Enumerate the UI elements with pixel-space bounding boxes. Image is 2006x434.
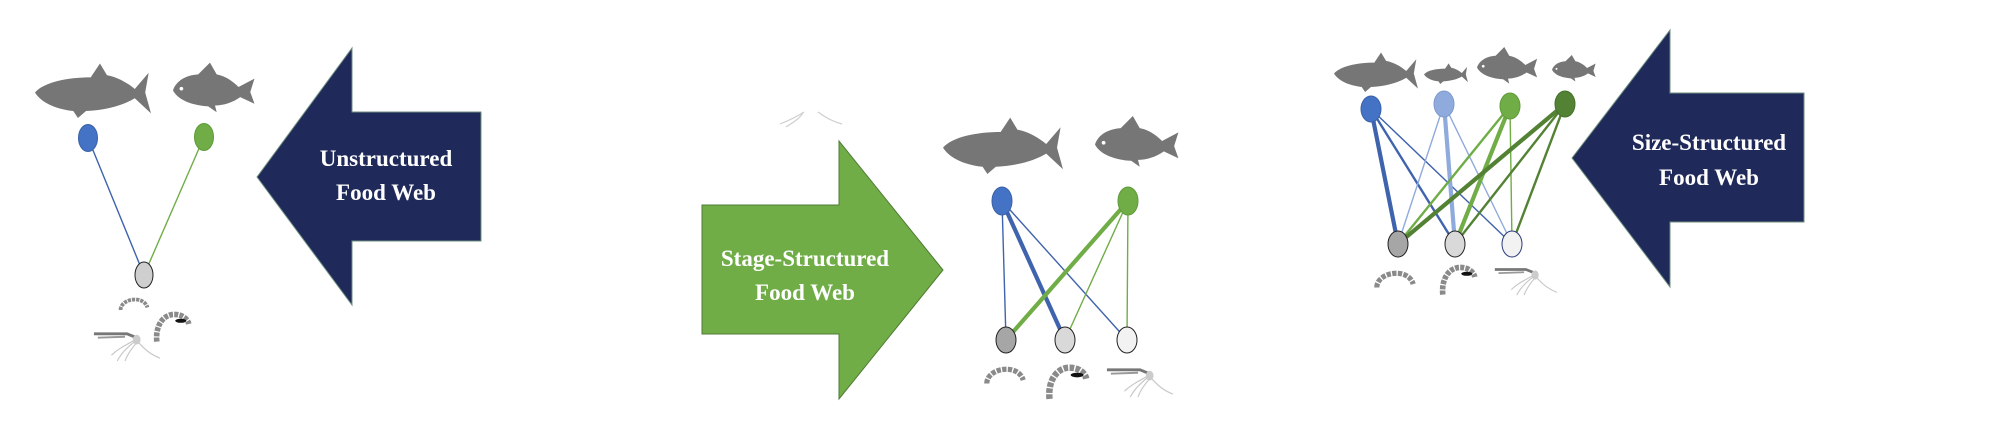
stage-label-line1: Stage-Structured — [721, 246, 889, 271]
pupa-icon — [157, 314, 189, 341]
mosquito-icon — [92, 332, 160, 362]
predator-node-green — [194, 123, 214, 151]
unstructured-arrow: Unstructured Food Web — [256, 46, 482, 307]
predator-node-green — [1499, 92, 1521, 120]
larva-icon — [1377, 273, 1413, 287]
feeding-link-medium — [1510, 103, 1567, 245]
size-arrow: Size-Structured Food Web — [1571, 28, 1805, 289]
prey-node-larva — [995, 326, 1017, 354]
feeding-link-thick — [1441, 103, 1458, 245]
larva-icon — [118, 297, 150, 313]
feeding-link-thin — [143, 136, 205, 276]
feeding-link-thin — [87, 137, 145, 276]
feeding-link-medium — [1397, 105, 1511, 245]
pupa-icon — [1049, 368, 1086, 399]
feeding-link-thin — [1370, 108, 1513, 245]
feeding-link-thin — [1443, 103, 1513, 245]
stage-structured-panel — [943, 116, 1179, 399]
predator-node-light-blue — [1433, 90, 1455, 118]
carp-fish-small-icon — [1552, 54, 1596, 82]
size-structured-panel — [1334, 47, 1596, 295]
feeding-link-thick — [1000, 200, 1067, 341]
slender-fish-icon — [35, 63, 151, 118]
stage-arrow: Stage-Structured Food Web — [701, 139, 944, 401]
feeding-link-medium — [1369, 108, 1457, 245]
feeding-link-thin — [1064, 200, 1129, 341]
feeding-link-thin — [1509, 105, 1513, 245]
feeding-link-thin — [1397, 103, 1445, 245]
prey-node-adult — [1501, 230, 1523, 258]
mosquito-icon — [1493, 268, 1558, 296]
slender-fish-small-icon — [1424, 63, 1468, 84]
unstructured-panel — [35, 62, 255, 362]
feeding-link-thick — [1004, 199, 1130, 342]
prey-node-larva — [1387, 230, 1409, 258]
feeding-link-thick — [1396, 102, 1567, 246]
predator-node-blue — [78, 124, 98, 152]
larva-icon — [987, 369, 1023, 383]
edge-group — [1000, 199, 1130, 342]
carp-fish-icon — [173, 62, 255, 113]
mosquito-icon — [1105, 368, 1173, 398]
carp-fish-large-icon — [1477, 47, 1538, 84]
feeding-link-medium — [1454, 103, 1566, 245]
prey-node — [134, 261, 154, 289]
size-label-line2: Food Web — [1659, 165, 1759, 190]
feeding-link-thin — [1126, 200, 1129, 341]
edge-group — [1368, 102, 1567, 246]
stage-label-line2: Food Web — [755, 280, 855, 305]
edge-group — [87, 136, 205, 276]
slender-fish-icon — [943, 117, 1063, 174]
predator-node-dark-green — [1554, 90, 1576, 118]
pupa-icon — [1443, 267, 1475, 294]
predator-node-blue — [991, 186, 1013, 216]
mosquito-legs-fragment — [779, 111, 843, 128]
unstructured-label-line1: Unstructured — [320, 146, 453, 171]
prey-node-pupa — [1054, 326, 1076, 354]
unstructured-label-line2: Food Web — [336, 180, 436, 205]
predator-node-green — [1117, 186, 1139, 216]
prey-node-pupa — [1444, 230, 1466, 258]
carp-fish-icon — [1095, 116, 1179, 167]
feeding-link-thin — [1001, 200, 1007, 341]
prey-node-adult — [1116, 326, 1138, 354]
feeding-link-thick — [1368, 108, 1401, 245]
predator-node-blue — [1360, 95, 1382, 123]
slender-fish-large-icon — [1334, 52, 1418, 92]
size-label-line1: Size-Structured — [1632, 130, 1786, 155]
